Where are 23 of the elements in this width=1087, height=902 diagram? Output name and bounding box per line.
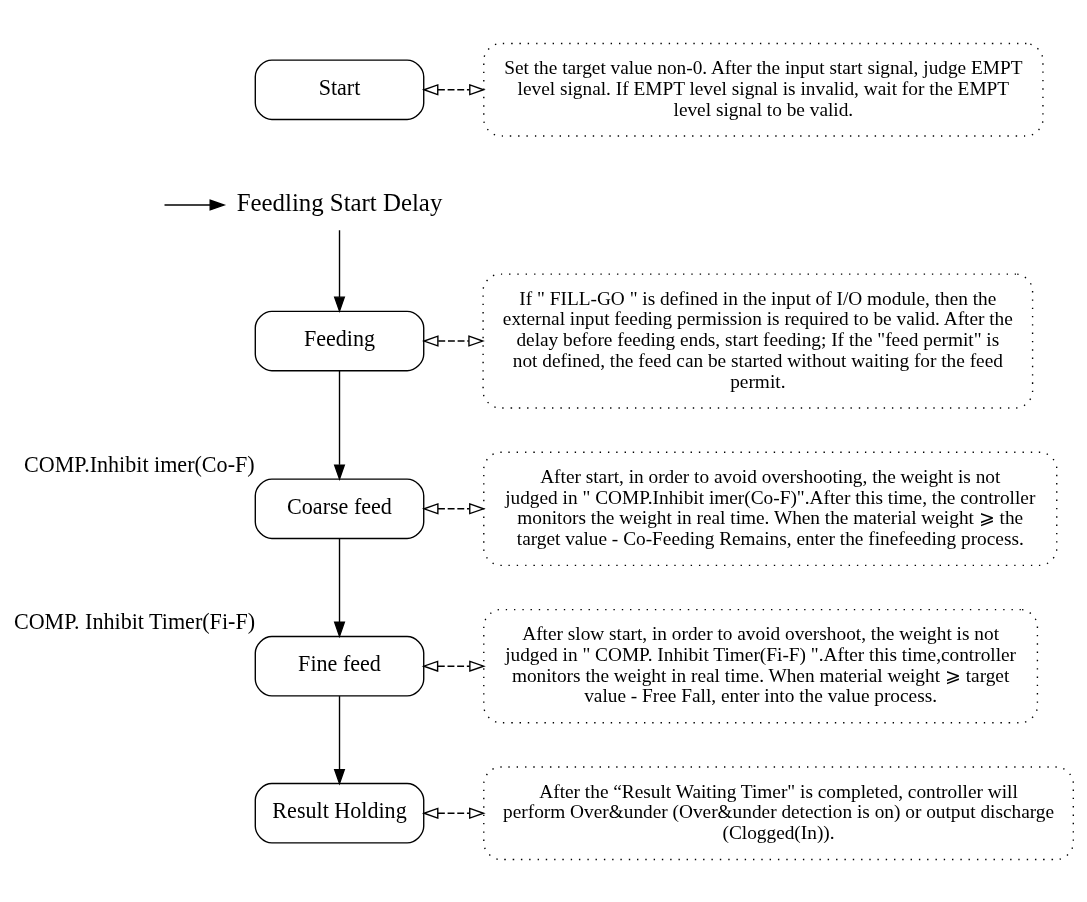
node-box: Start	[254, 58, 425, 120]
node-label: COMP. Inhibit Timer(Fi-F)	[13, 608, 256, 634]
node-box: Fine feed	[254, 635, 425, 697]
arrow	[421, 83, 486, 96]
arrow	[333, 694, 346, 785]
arrow	[163, 198, 227, 211]
arrow	[333, 369, 346, 481]
arrow	[422, 334, 485, 347]
arrow	[333, 537, 346, 638]
node-box: Set the target value non-0. After the input start signal, judge EMPT level signal. If EMPT level signal is invalid, wait for the EMPT level signal to be valid.	[483, 42, 1044, 137]
node-box: If " FILL-GO " is defined in the input of I/O module, then the external input feeding permission is required to be valid. After the delay before feeding ends, start feeding; If the "feed permit" is not defined, the feed can be started without waiting for the feed permit.	[482, 272, 1034, 409]
node-box: Feeding	[254, 310, 425, 371]
node-label: COMP.Inhibit imer(Co-F)	[24, 451, 255, 477]
arrow	[333, 229, 346, 313]
node-box: After start, in order to avoid overshooting, the weight is not judged in " COMP.Inhibit imer(Co-F)".After this time, the controller monitors the weight in real time. When the material weight ⩾ the target value - Co-Feeding Remains, enter the finefeeding process.	[483, 451, 1058, 566]
node-box: Result Holding	[254, 782, 425, 844]
arrow	[421, 806, 486, 819]
node-box: Coarse feed	[254, 477, 425, 539]
node-text: Feedling Start Delay	[236, 188, 443, 216]
node-box: After the “Result Waiting Timer" is completed, controller will perform Over&under (Over&under detection is on) or output discharge (Clogged(In)).	[483, 765, 1074, 860]
node-box: After slow start, in order to avoid overshoot, the weight is not judged in " COMP. Inhibit Timer(Fi-F) ".After this time,controller monitors the weight in real time. When material weight ⩾ target value - Free Fall, enter into the value process.	[483, 608, 1039, 723]
arrow	[421, 502, 486, 515]
arrow	[421, 659, 486, 672]
